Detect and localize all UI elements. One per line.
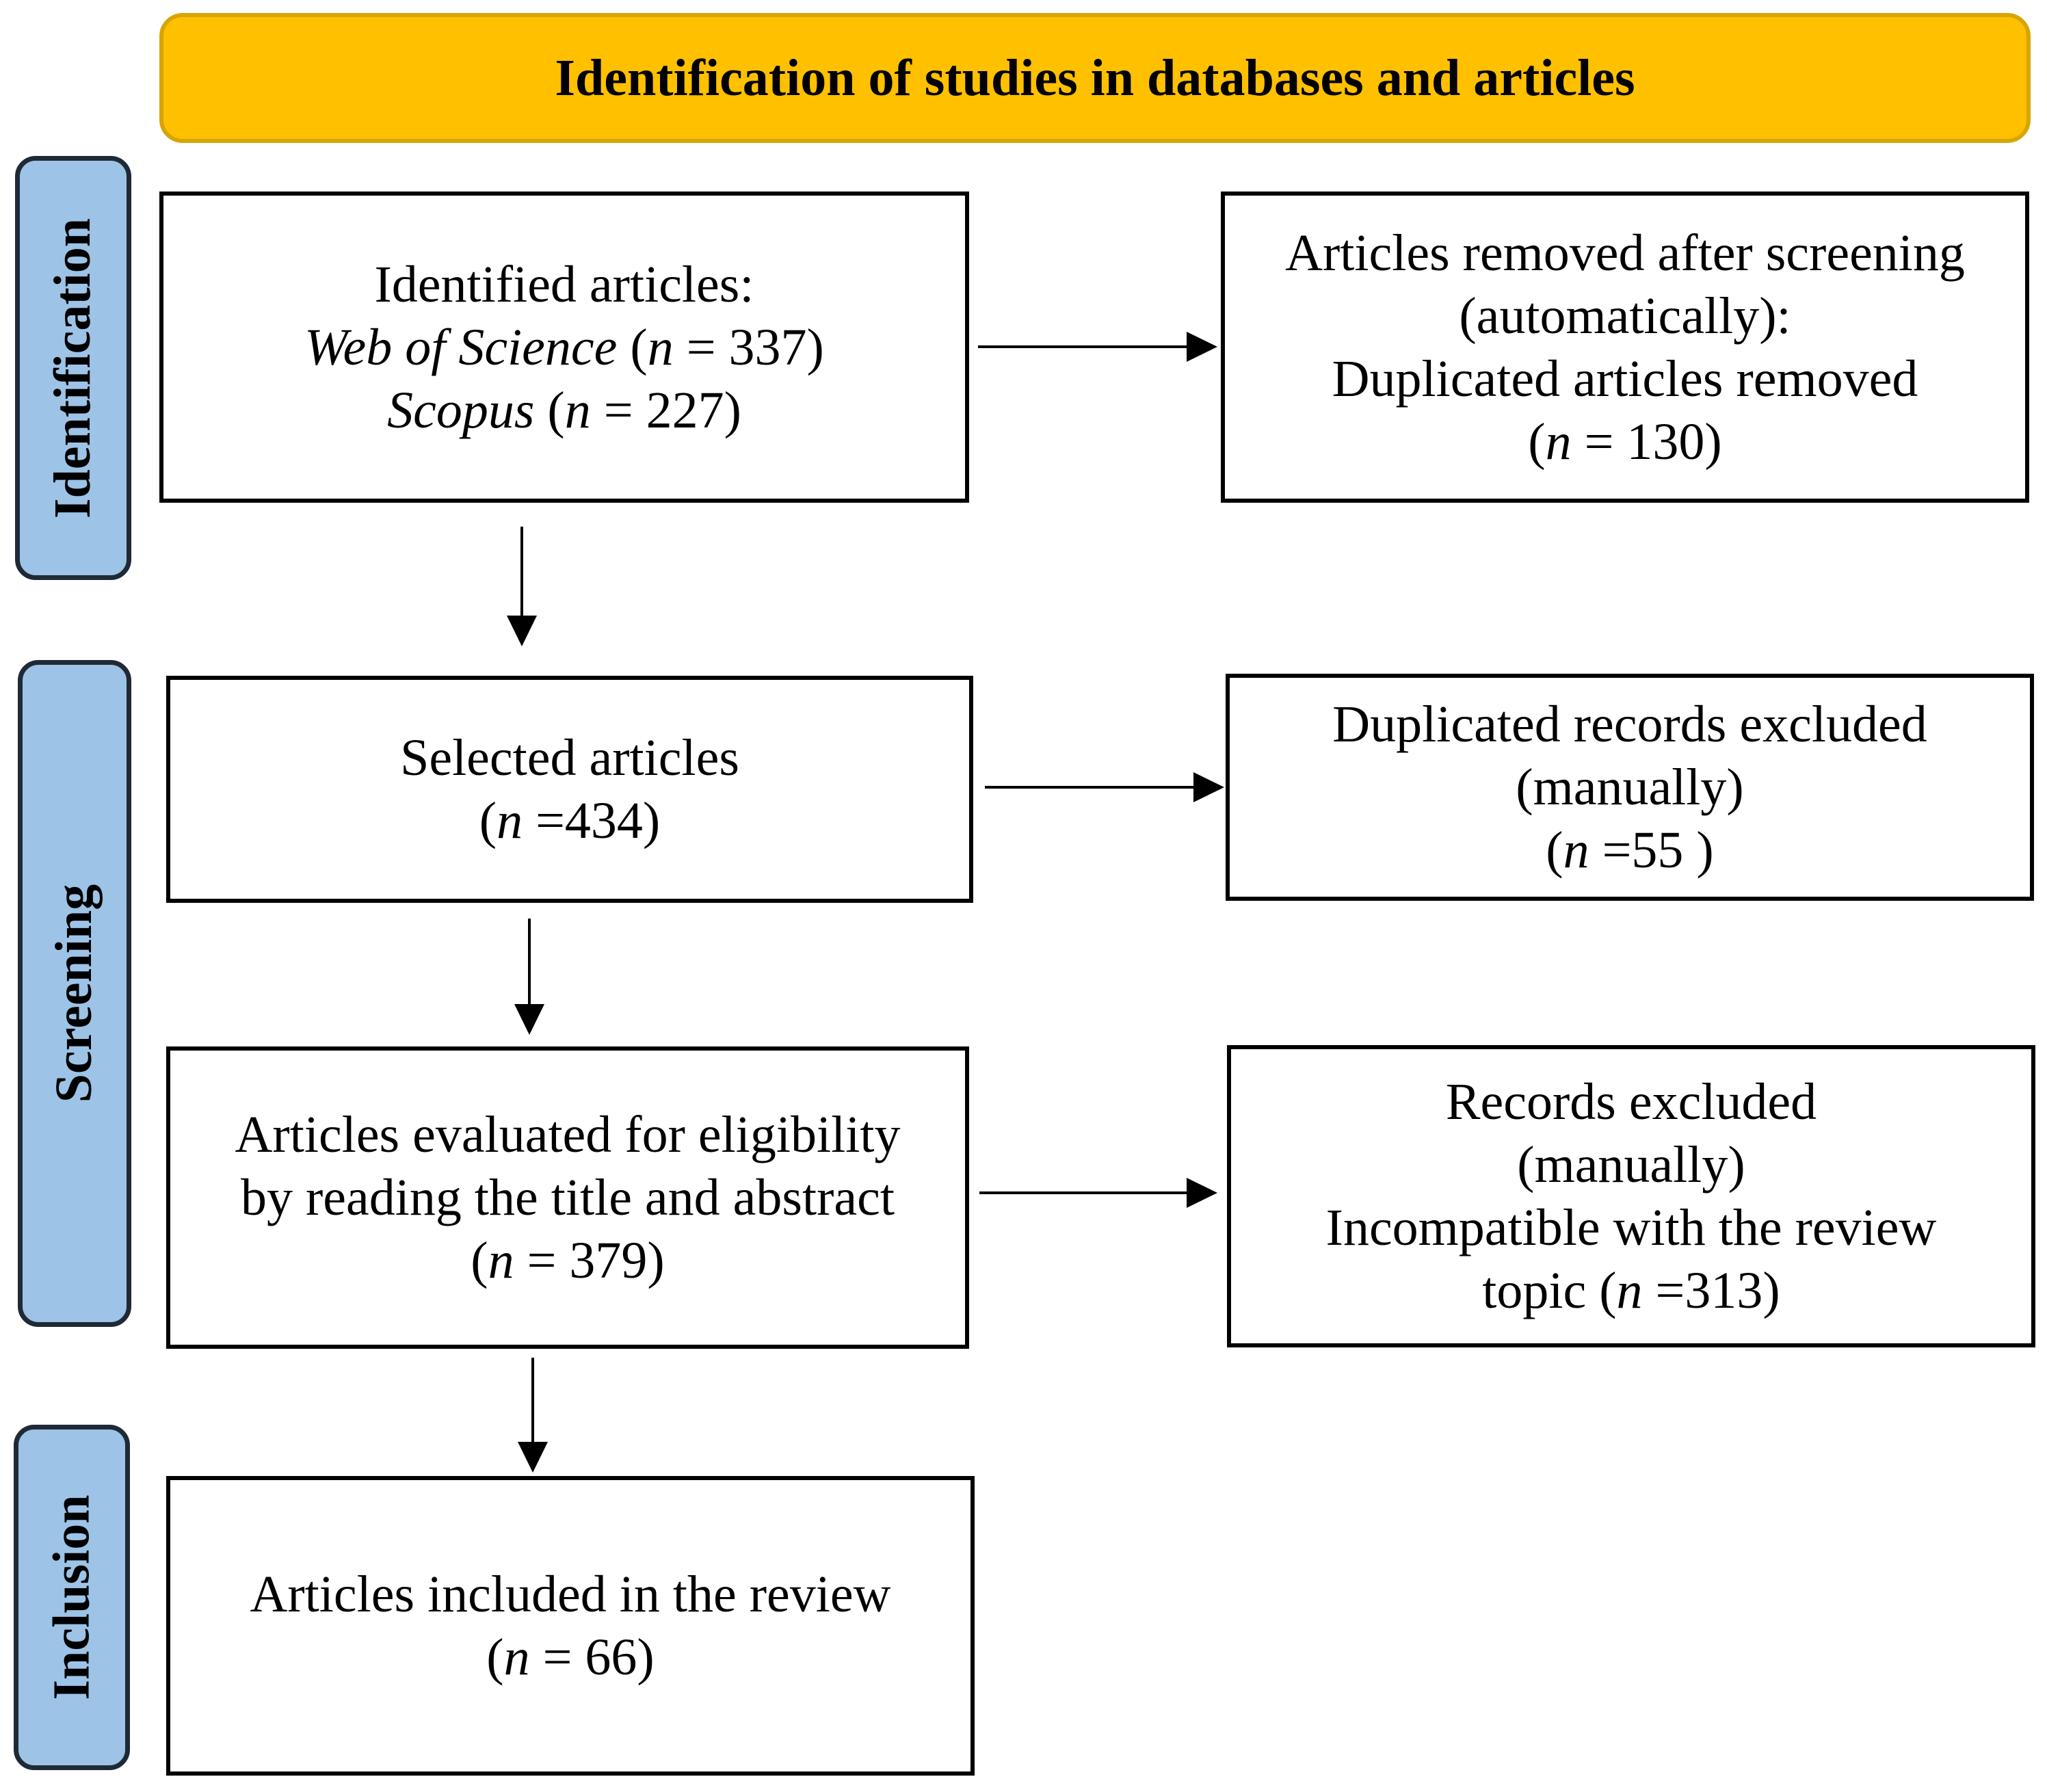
box-evaluated-eligibility: Articles evaluated for eligibility by re… <box>166 1046 969 1349</box>
records-line2: (manually) <box>1517 1136 1745 1194</box>
removed-line2: (automatically): <box>1459 287 1791 345</box>
evaluated-count: (n = 379) <box>471 1232 665 1289</box>
included-line1: Articles included in the review <box>250 1566 891 1623</box>
arrowhead-evaluated <box>514 1004 544 1035</box>
selected-count: (n =434) <box>479 792 661 849</box>
identified-line1: Identified articles: <box>374 255 754 313</box>
dup-line1: Duplicated records excluded <box>1332 696 1927 753</box>
records-count: topic (n =313) <box>1482 1262 1780 1319</box>
box-records-excluded: Records excluded (manually) Incompatible… <box>1227 1045 2035 1347</box>
phase-identification: Identification <box>15 156 131 580</box>
header-title: Identification of studies in databases a… <box>555 49 1635 107</box>
header-banner: Identification of studies in databases a… <box>159 13 2031 143</box>
removed-count: (n = 130) <box>1528 412 1722 471</box>
arrowhead-included <box>518 1442 548 1473</box>
arrowhead-records <box>1187 1178 1217 1208</box>
dup-line2: (manually) <box>1516 759 1744 816</box>
records-line1: Records excluded <box>1445 1073 1817 1131</box>
removed-line3: Duplicated articles removed <box>1332 350 1918 408</box>
selected-line1: Selected articles <box>400 729 739 787</box>
arrowhead-removed <box>1187 332 1217 362</box>
phase-screening: Screening <box>18 660 131 1327</box>
box-included-review: Articles included in the review (n = 66) <box>166 1476 975 1776</box>
phase-inclusion: Inclusion <box>14 1425 130 1770</box>
records-line3: Incompatible with the review <box>1325 1199 1937 1256</box>
arrowhead-dup <box>1193 772 1224 802</box>
box-removed-automatically: Articles removed after screening (automa… <box>1221 192 2029 503</box>
evaluated-line2: by reading the title and abstract <box>241 1169 895 1226</box>
box-selected-articles: Selected articles (n =434) <box>166 676 973 903</box>
dup-count: (n =55 ) <box>1546 821 1714 879</box>
box-duplicated-excluded: Duplicated records excluded (manually) (… <box>1226 674 2034 901</box>
removed-line1: Articles removed after screening <box>1285 224 1965 282</box>
box-identified-articles: Identified articles: Web of Science (n =… <box>159 192 969 503</box>
identified-wos-line: Web of Science (n = 337) <box>304 318 824 376</box>
evaluated-line1: Articles evaluated for eligibility <box>235 1106 901 1163</box>
included-count: (n = 66) <box>486 1629 655 1686</box>
arrowhead-selected <box>507 616 537 646</box>
identified-scopus-line: Scopus (n = 227) <box>387 381 741 439</box>
